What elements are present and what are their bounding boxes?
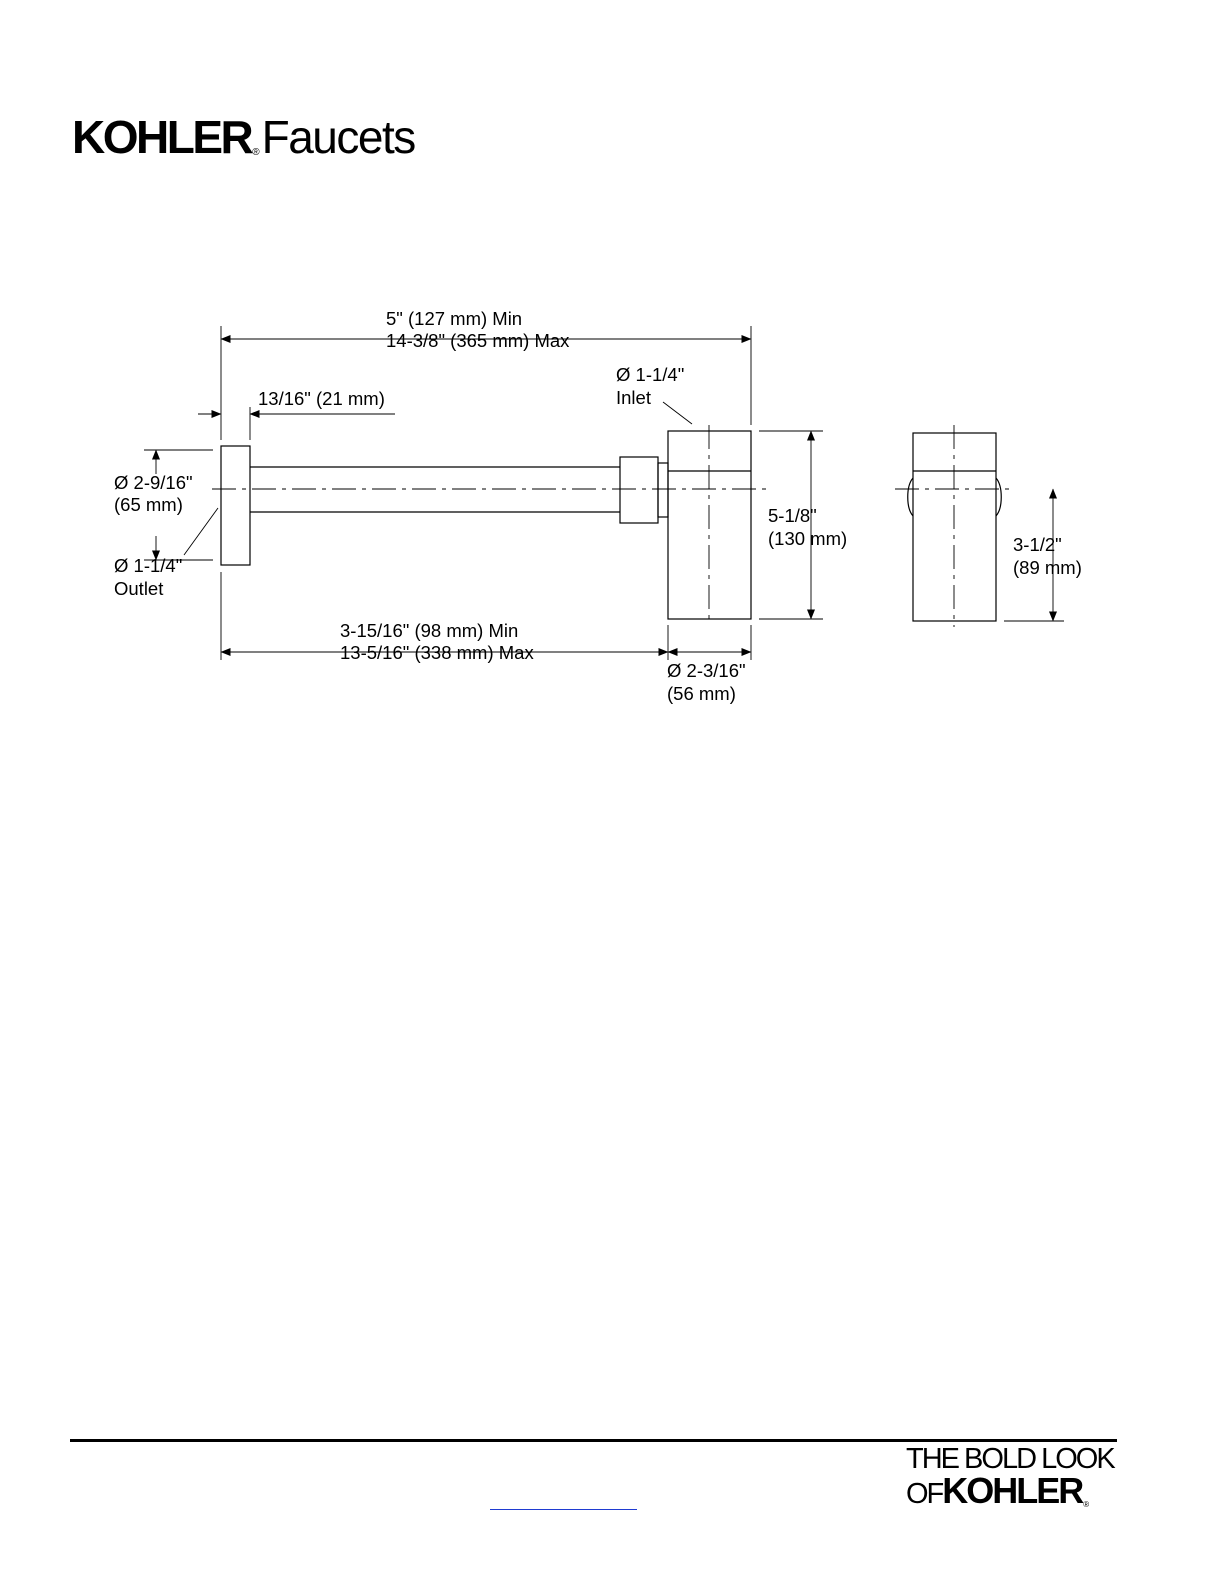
tagline-brand: KOHLER [942,1470,1082,1511]
side-view-left-boss [908,478,913,516]
outlet-diameter-label: Ø 1-1/4" [114,555,182,576]
height-label: 5-1/8" [768,505,817,526]
bold-look-of-kohler-logo: THE BOLD LOOK OFKOHLER® [906,1444,1126,1522]
tagline-of: OF [906,1478,942,1510]
centerline-height-label: 3-1/2" [1013,534,1062,555]
coupling-ring [658,463,668,517]
centerline-height-mm-label: (89 mm) [1013,557,1082,578]
side-view-body [913,433,996,621]
coupling-nut [620,457,658,523]
body-diameter-mm-label: (56 mm) [667,683,736,704]
inlet-label: Inlet [616,387,651,408]
body-diameter-label: Ø 2-3/16" [667,660,746,681]
height-mm-label: (130 mm) [768,528,847,549]
trap-bottle-body [668,431,751,619]
outlet-label: Outlet [114,578,163,599]
overall-max-label: 14-3/8" (365 mm) Max [386,330,570,351]
tube-max-label: 13-5/16" (338 mm) Max [340,642,534,663]
tagline-registered-mark: ® [1083,1500,1089,1509]
flange-depth-label: 13/16" (21 mm) [258,388,385,409]
footer-rule [70,1439,1117,1442]
wall-flange [221,446,250,565]
outlet-leader-line [184,508,218,555]
flange-diameter-mm-label: (65 mm) [114,494,183,515]
footer-link[interactable] [490,1489,637,1510]
inlet-leader-line [663,402,692,424]
tube-min-label: 3-15/16" (98 mm) Min [340,620,518,641]
inlet-diameter-label: Ø 1-1/4" [616,364,684,385]
side-view-right-boss [996,478,1001,516]
overall-min-label: 5" (127 mm) Min [386,308,522,329]
tagline-line2: OFKOHLER® [906,1474,1126,1522]
flange-diameter-label: Ø 2-9/16" [114,472,193,493]
